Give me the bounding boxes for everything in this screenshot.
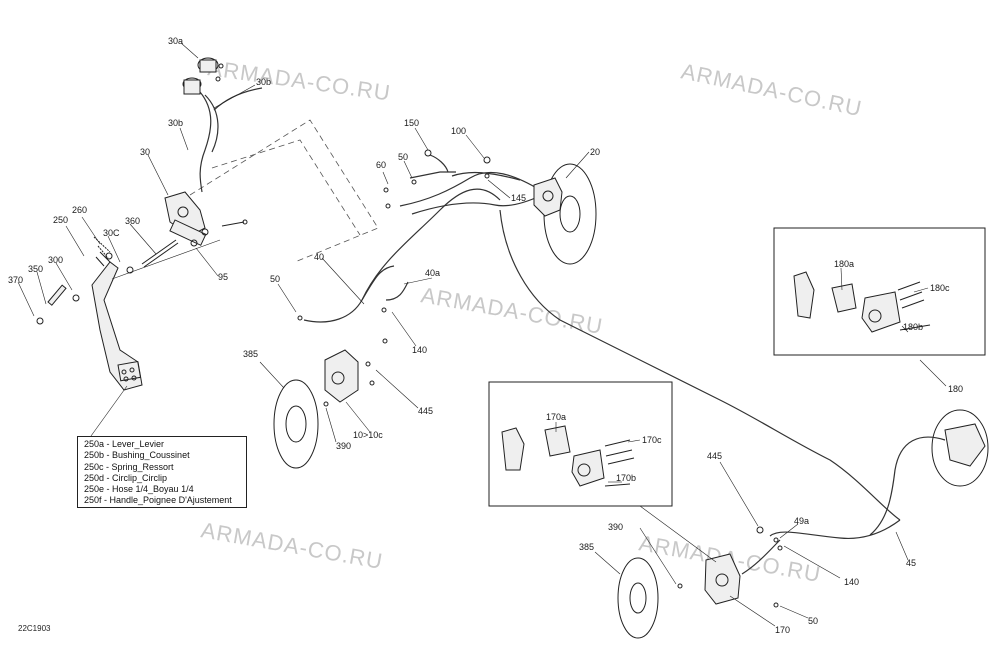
diagram-code: 22C1903	[18, 624, 51, 633]
legend-item: 250e - Hose 1/4_Boyau 1/4	[84, 484, 194, 495]
callout-260: 260	[72, 205, 87, 215]
upper-hoses	[361, 149, 901, 521]
callout-20: 20	[590, 147, 600, 157]
watermark-3: ARMADA-CO.RU	[419, 282, 605, 339]
callout-170: 170	[775, 625, 790, 635]
callout-labels: 30a 30b 30b 30 260 250 360 30C 300 350 3…	[8, 36, 963, 635]
callout-170a: 170a	[546, 412, 566, 422]
callout-370: 370	[8, 275, 23, 285]
callout-180b: 180b	[903, 322, 923, 332]
pedal-hardware	[36, 236, 198, 325]
callout-180: 180	[948, 384, 963, 394]
callout-50-right: 50	[808, 616, 818, 626]
callout-140-left: 140	[412, 345, 427, 355]
leader-lines	[17, 42, 947, 627]
inset-rear-right-caliper	[773, 227, 986, 356]
callout-60: 60	[376, 160, 386, 170]
callout-45: 45	[906, 558, 916, 568]
callout-40: 40	[314, 252, 324, 262]
master-cylinder	[164, 191, 248, 246]
reservoir-assembly	[182, 57, 263, 193]
callout-50-left: 50	[270, 274, 280, 284]
callout-140-right: 140	[844, 577, 859, 587]
callout-30b-upper: 30b	[256, 77, 271, 87]
front-left-brake	[273, 265, 409, 469]
callout-30b-lower: 30b	[168, 118, 183, 128]
callout-360: 360	[125, 216, 140, 226]
legend-item: 250b - Bushing_Coussinet	[84, 450, 190, 461]
legend-item: 250c - Spring_Ressort	[84, 461, 174, 472]
inset-rear-left-caliper	[488, 381, 673, 507]
callout-40a: 40a	[425, 268, 440, 278]
legend-item: 250a - Lever_Levier	[84, 439, 165, 449]
callout-50-top: 50	[398, 152, 408, 162]
watermark-1: ARMADA-CO.RU	[206, 55, 392, 105]
callout-30a: 30a	[168, 36, 183, 46]
rear-right-brake	[769, 409, 989, 540]
callout-10: 10>10c	[353, 430, 383, 440]
callout-170c: 170c	[642, 435, 662, 445]
watermarks: ARMADA-CO.RU ARMADA-CO.RU ARMADA-CO.RU A…	[199, 55, 864, 587]
callout-170b: 170b	[616, 473, 636, 483]
legend-item: 250f - Handle_Poignee D'Ajustement	[84, 495, 232, 506]
callout-30: 30	[140, 147, 150, 157]
callout-95: 95	[218, 272, 228, 282]
callout-150: 150	[404, 118, 419, 128]
brake-pedal	[91, 239, 221, 391]
parts-legend: 250a - Lever_Levier 250b - Bushing_Couss…	[77, 436, 247, 508]
callout-49a: 49a	[794, 516, 809, 526]
front-right-brake	[533, 163, 597, 265]
callout-100: 100	[451, 126, 466, 136]
callout-300: 300	[48, 255, 63, 265]
dashed-frame	[189, 119, 379, 263]
callout-350: 350	[28, 264, 43, 274]
callout-250: 250	[53, 215, 68, 225]
callout-445-right: 445	[707, 451, 722, 461]
callout-180a: 180a	[834, 259, 854, 269]
rear-left-brake	[617, 526, 783, 639]
watermark-2: ARMADA-CO.RU	[679, 58, 865, 121]
callout-390-right: 390	[608, 522, 623, 532]
callout-180c: 180c	[930, 283, 950, 293]
watermark-4: ARMADA-CO.RU	[199, 517, 385, 574]
callout-390-left: 390	[336, 441, 351, 451]
callout-385-right: 385	[579, 542, 594, 552]
callout-30c: 30C	[103, 228, 120, 238]
callout-145: 145	[511, 193, 526, 203]
legend-item: 250d - Circlip_Circlip	[84, 472, 168, 483]
callout-445-left: 445	[418, 406, 433, 416]
callout-385-left: 385	[243, 349, 258, 359]
